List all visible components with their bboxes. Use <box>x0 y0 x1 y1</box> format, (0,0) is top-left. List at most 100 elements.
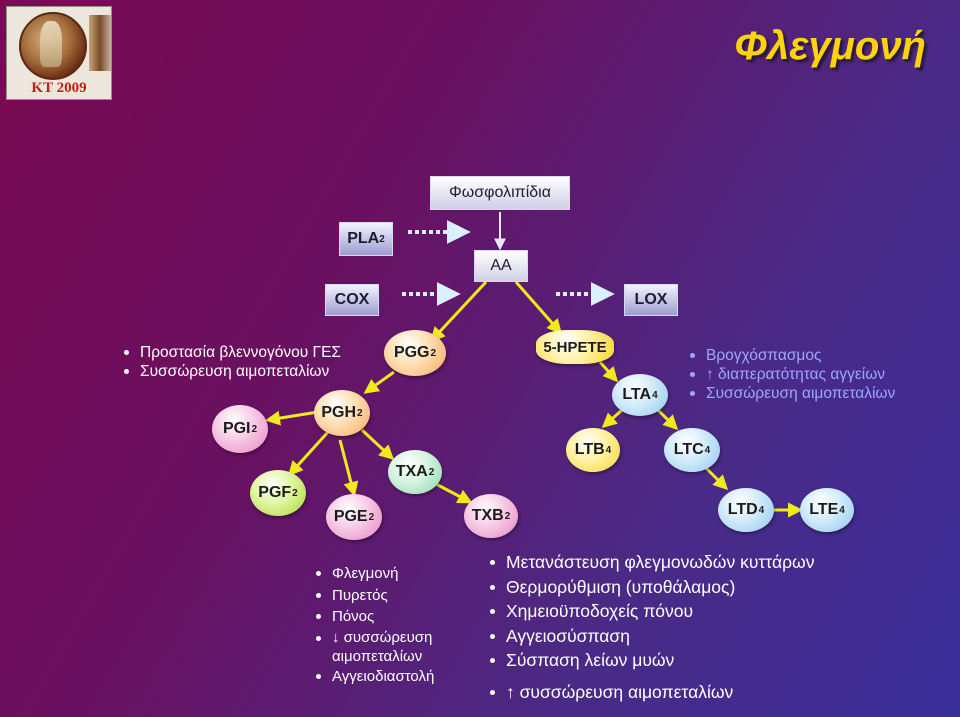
ltc4-to-ltd4 <box>702 464 729 491</box>
list-item-text: Θερμορύθμιση (υποθάλαμος) <box>506 576 736 597</box>
list-item-text: Αγγειοσύσπαση <box>506 625 630 646</box>
list-item-text: συσσώρευση αιμοπεταλίων <box>514 681 734 702</box>
ltd4-subscript: 4 <box>758 504 765 516</box>
list-item: Αγγειοδιαστολή <box>314 666 472 688</box>
pgf2-label: PGF <box>258 484 292 501</box>
list-item: Συσσώρευση αιμοπεταλίων <box>688 384 895 403</box>
down-arrow-icon: ↓ <box>332 628 340 646</box>
ltc4-subscript: 4 <box>704 444 711 456</box>
list-item-text: Αγγειοδιαστολή <box>332 667 435 685</box>
list-item: Αγγειοσύσπαση <box>488 624 814 649</box>
logo-strip <box>89 15 111 71</box>
lox-box: LOX <box>624 284 678 316</box>
list-item: Πυρετός <box>314 585 472 607</box>
leukotriene-effects-list: Βρογχόσπασμος ↑ διαπερατότητας αγγείων Σ… <box>688 346 895 403</box>
pgg2-to-pgh2 <box>363 370 395 394</box>
phospholipids-box: Φωσφολιπίδια <box>430 176 570 210</box>
aa-box: AA <box>474 250 528 282</box>
pgh2-subscript: 2 <box>357 407 363 419</box>
list-item-text: Πόνος <box>332 608 375 625</box>
lta4-label: LTA <box>622 386 652 403</box>
ltc4-label: LTC <box>673 441 704 458</box>
pgf2-subscript: 2 <box>292 487 298 499</box>
node-5-hpete: 5-HPETE <box>536 330 614 364</box>
list-item-text: Συσσώρευση αιμοπεταλίων <box>706 385 896 402</box>
txb2-subscript: 2 <box>504 510 511 522</box>
list-item: Φλεγμονή <box>314 563 472 585</box>
list-item-text: Μετανάστευση φλεγμονωδών κυττάρων <box>506 552 815 572</box>
list-item-text: διαπερατότητας αγγείων <box>713 366 886 383</box>
pgh2-to-txa2 <box>360 428 395 461</box>
cox-effects-list: Προστασία βλεννογόνου ΓΕΣ Συσσώρευση αιμ… <box>122 343 341 381</box>
pla2-label: PLA <box>347 230 380 247</box>
pgi2-subscript: 2 <box>251 423 258 435</box>
hpete-to-lta4 <box>598 361 618 383</box>
pge2-effects-list: Φλεγμονή Πυρετός Πόνος ↓ συσσώρευση αιμο… <box>314 563 472 687</box>
ltb4-label: LTB <box>574 441 605 458</box>
logo: KT 2009 <box>6 6 112 100</box>
list-item: Χημειοϋποδοχείς πόνου <box>488 599 814 624</box>
list-item-text: Πυρετός <box>332 586 388 604</box>
slide-title: Φλεγμονή <box>734 24 926 68</box>
txa2-subscript: 2 <box>428 466 435 478</box>
list-item-text: συσσώρευση αιμοπεταλίων <box>332 628 433 665</box>
logo-figure <box>40 21 62 67</box>
lta4-to-ltb4 <box>601 408 623 428</box>
list-item: Προστασία βλεννογόνου ΓΕΣ <box>122 343 341 362</box>
ltd4-label: LTD <box>727 501 758 518</box>
list-item: ↓ συσσώρευση αιμοπεταλίων <box>314 628 472 666</box>
pgi2-label: PGI <box>222 420 251 437</box>
list-item: Πόνος <box>314 606 472 628</box>
lta4-to-ltc4 <box>656 408 679 431</box>
up-arrow-icon: ↑ <box>506 681 515 702</box>
txb2-label: TXB <box>471 507 504 524</box>
list-item-text: Φλεγμονή <box>332 565 399 582</box>
lte4-label: LTE <box>809 501 839 518</box>
pgg2-subscript: 2 <box>430 347 437 359</box>
list-item: Σύσπαση λείων μυών <box>488 648 814 673</box>
pgh2-to-pgf2 <box>287 430 330 477</box>
lte4-subscript: 4 <box>839 504 845 516</box>
ltb4-effects-list: Μετανάστευση φλεγμονωδών κυττάρων Θερμορ… <box>488 550 814 704</box>
txa2-label: TXA <box>395 463 428 480</box>
pla2-subscript: 2 <box>379 233 385 245</box>
pgg2-label: PGG <box>393 344 430 361</box>
pgh2-to-pgi2 <box>265 410 319 426</box>
list-item: Συσσώρευση αιμοπεταλίων <box>122 362 341 381</box>
list-item-text: Βρογχόσπασμος <box>706 347 822 364</box>
logo-text: KT 2009 <box>31 80 87 96</box>
ltb4-subscript: 4 <box>605 444 612 456</box>
list-item: Βρογχόσπασμος <box>688 346 895 365</box>
pge2-subscript: 2 <box>368 511 375 523</box>
list-item: Θερμορύθμιση (υποθάλαμος) <box>488 575 814 600</box>
list-item: Μετανάστευση φλεγμονωδών κυττάρων <box>488 550 814 575</box>
pathway-connectors <box>265 280 803 518</box>
list-item: ↑ διαπερατότητας αγγείων <box>688 365 895 384</box>
txa2-to-txb2 <box>435 482 473 504</box>
list-item-text: Χημειοϋποδοχείς πόνου <box>506 601 694 621</box>
pgh2-label: PGH <box>321 404 357 421</box>
list-item-text: Σύσπαση λείων μυών <box>506 650 675 670</box>
dotted-enzyme-arrows <box>402 220 615 306</box>
cox-box: COX <box>325 284 379 316</box>
aa-to-pgg2 <box>429 280 488 343</box>
list-item: ↑ συσσώρευση αιμοπεταλίων <box>488 680 814 705</box>
aa-to-hpete <box>514 281 562 335</box>
pgh2-to-pge2 <box>338 439 359 497</box>
up-arrow-icon: ↑ <box>706 366 714 383</box>
